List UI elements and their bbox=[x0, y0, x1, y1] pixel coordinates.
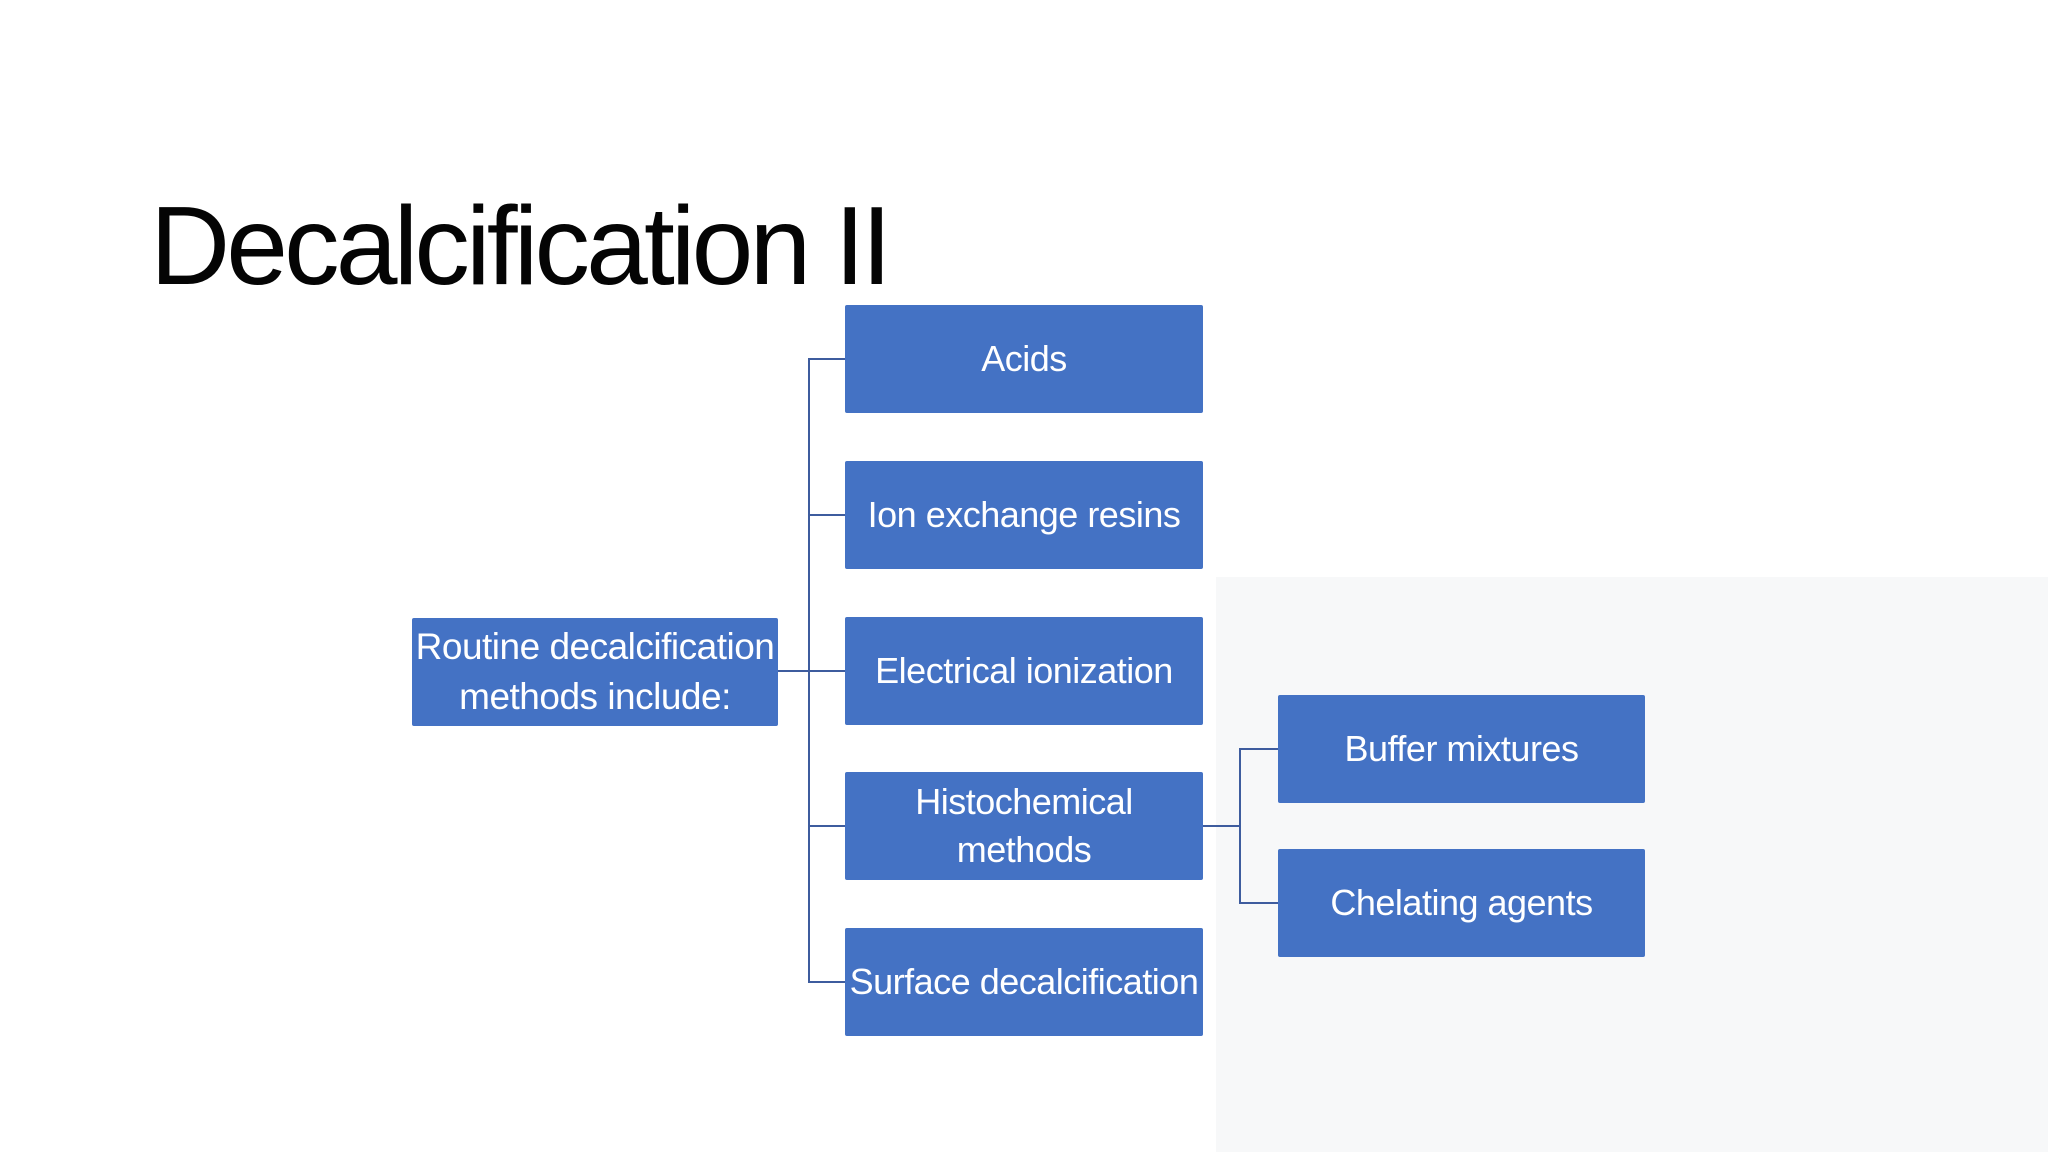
node-root: Routine decalcification methods include: bbox=[412, 618, 778, 726]
node-histochemical-methods: Histochemical methods bbox=[845, 772, 1203, 880]
node-electrical-ionization: Electrical ionization bbox=[845, 617, 1203, 725]
connector-stub-acids bbox=[808, 358, 846, 360]
node-ion-exchange-resins: Ion exchange resins bbox=[845, 461, 1203, 569]
connector-stub-histochemical bbox=[808, 825, 846, 827]
node-buffer-mixtures-label: Buffer mixtures bbox=[1344, 728, 1579, 769]
connector-stub-buffer bbox=[1239, 748, 1279, 750]
node-buffer-mixtures: Buffer mixtures bbox=[1278, 695, 1645, 803]
node-electrical-ionization-label: Electrical ionization bbox=[875, 650, 1173, 691]
connector-root-to-electrical bbox=[770, 670, 846, 672]
node-chelating-agents: Chelating agents bbox=[1278, 849, 1645, 957]
node-root-label: Routine decalcification methods include: bbox=[415, 626, 775, 717]
node-histochemical-methods-label: Histochemical methods bbox=[915, 781, 1133, 870]
connector-stub-chelating bbox=[1239, 902, 1279, 904]
connector-histochemical-out bbox=[1203, 825, 1241, 827]
connector-trunk-right bbox=[1239, 748, 1241, 904]
connector-stub-surface bbox=[808, 981, 846, 983]
node-surface-decalcification: Surface decalcification bbox=[845, 928, 1203, 1036]
connector-stub-ion bbox=[808, 514, 846, 516]
node-acids-label: Acids bbox=[981, 338, 1067, 379]
node-surface-decalcification-label: Surface decalcification bbox=[849, 961, 1199, 1002]
page-title: Decalcification II bbox=[150, 184, 892, 309]
node-chelating-agents-label: Chelating agents bbox=[1330, 882, 1593, 923]
node-ion-exchange-resins-label: Ion exchange resins bbox=[867, 494, 1181, 535]
node-acids: Acids bbox=[845, 305, 1203, 413]
